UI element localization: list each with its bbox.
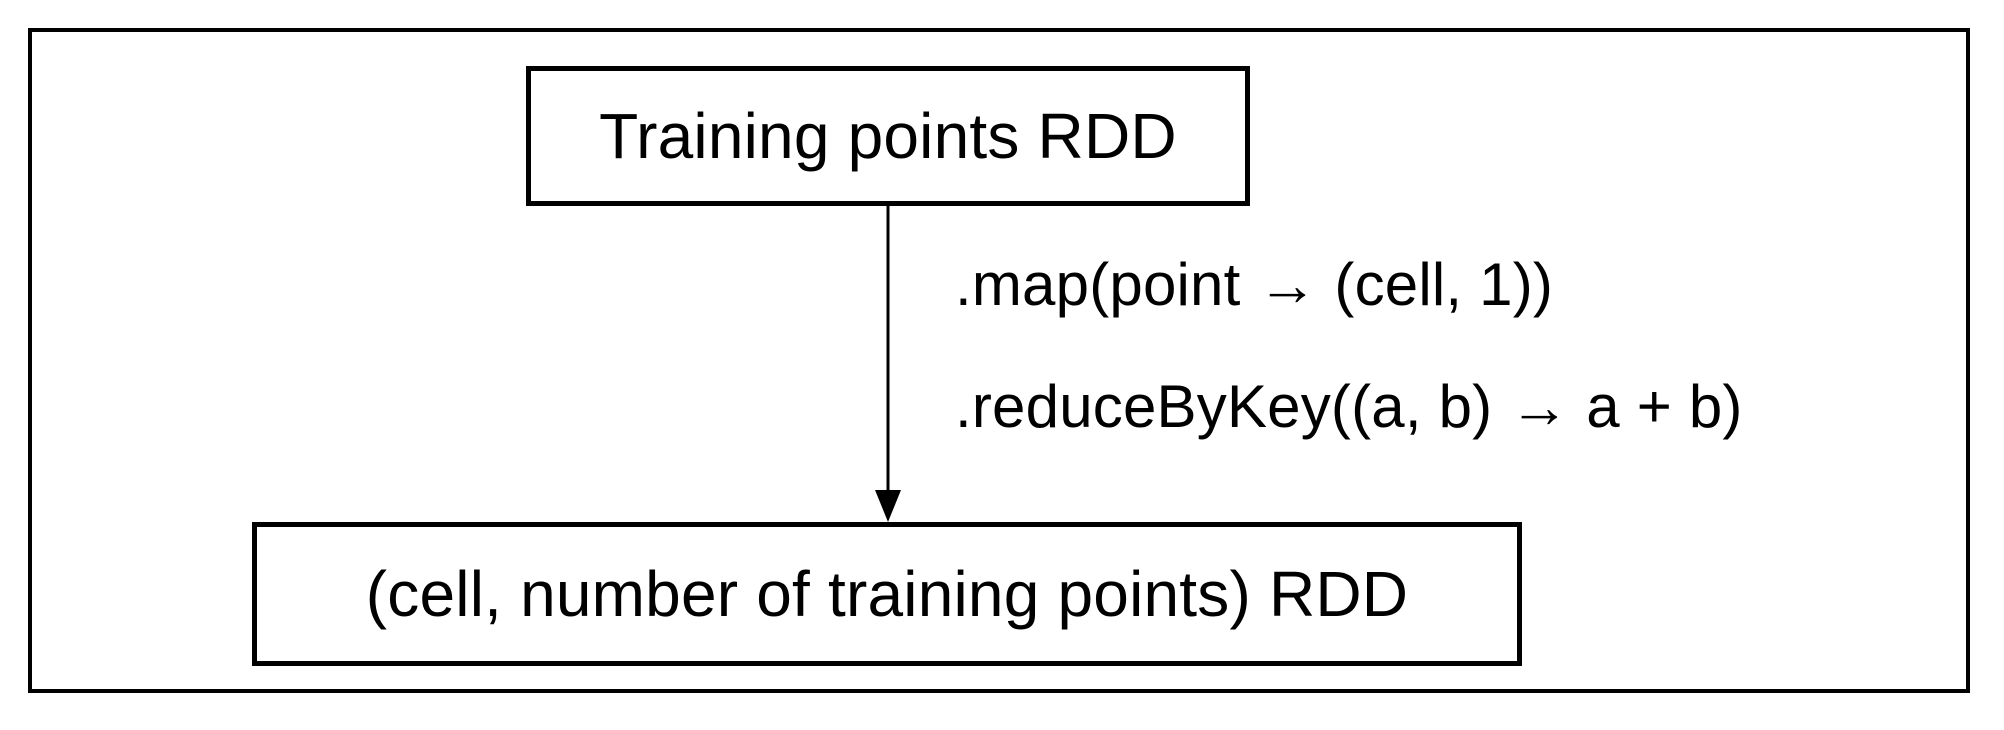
target-node: (cell, number of training points) RDD xyxy=(252,522,1522,666)
map-operation-label: .map(point → (cell, 1)) xyxy=(955,251,1554,318)
target-node-label: (cell, number of training points) RDD xyxy=(365,558,1409,630)
source-node: Training points RDD xyxy=(526,66,1250,206)
reduce-by-key-operation-label: .reduceByKey((a, b) → a + b) xyxy=(955,373,1743,440)
source-node-label: Training points RDD xyxy=(599,100,1177,172)
diagram-frame xyxy=(28,28,1970,693)
